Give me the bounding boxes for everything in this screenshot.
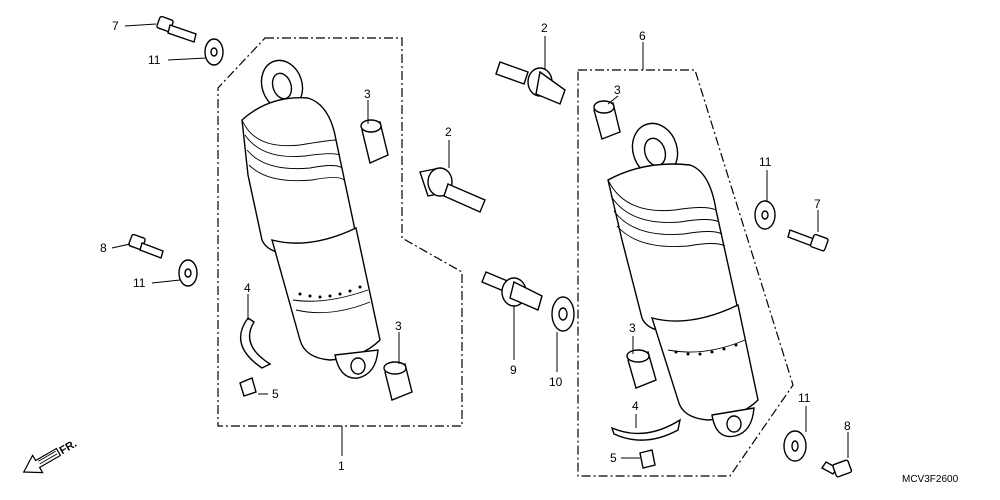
label-9: 9	[510, 363, 517, 377]
label-8-left: 8	[100, 241, 107, 255]
washer-10	[551, 296, 575, 332]
bushing-3-left-top	[360, 119, 389, 164]
assembly-1-outline	[217, 37, 463, 427]
clip-5-right	[639, 449, 656, 469]
washer-11-left	[178, 259, 198, 287]
label-3-left-top: 3	[364, 87, 371, 101]
bolt-8-right	[820, 459, 853, 478]
washer-11-top	[204, 38, 224, 66]
spring-clip-4-left	[239, 317, 272, 369]
diagram-code: MCV3F2600	[902, 474, 959, 485]
label-11-right: 11	[759, 155, 772, 169]
bushing-3-left-bottom	[383, 361, 413, 401]
label-11-left: 11	[133, 276, 146, 290]
label-4-right: 4	[632, 399, 639, 413]
label-7-top-left: 7	[112, 19, 119, 33]
label-3-right-top: 3	[614, 83, 621, 97]
label-3-left-bottom: 3	[395, 319, 402, 333]
label-2-top: 2	[541, 21, 548, 35]
bushing-3-right-bottom	[626, 349, 657, 389]
leader-lines	[111, 23, 849, 459]
bolt-8-left	[128, 233, 164, 259]
label-11-bottom: 11	[798, 391, 811, 405]
washer-11-bottom	[783, 430, 807, 462]
right-shock-absorber	[607, 122, 759, 438]
stud-9	[481, 271, 543, 311]
label-10: 10	[549, 375, 563, 389]
washer-11-right	[754, 200, 776, 230]
bushing-3-right-top	[593, 100, 621, 140]
label-1: 1	[338, 459, 345, 473]
label-5-right: 5	[610, 451, 617, 465]
left-shock-absorber	[241, 59, 381, 379]
assembly-6-outline	[577, 69, 794, 477]
stud-2-center	[419, 167, 486, 213]
bolt-7-top-left	[156, 15, 197, 43]
label-4-left: 4	[244, 281, 251, 295]
spring-clip-4-right	[610, 418, 682, 441]
label-6: 6	[639, 29, 646, 43]
label-5-left: 5	[272, 387, 279, 401]
label-7-right: 7	[814, 197, 821, 211]
bolt-7-right	[787, 229, 829, 252]
clip-5-left	[239, 377, 257, 397]
label-3-right-bottom: 3	[629, 321, 636, 335]
front-direction-arrow-icon: FR.	[22, 438, 79, 474]
label-8-right: 8	[844, 419, 851, 433]
front-indicator-label: FR.	[58, 438, 79, 457]
stud-2-right	[495, 61, 566, 105]
label-2-center: 2	[445, 125, 452, 139]
label-11-top-left: 11	[148, 53, 161, 67]
